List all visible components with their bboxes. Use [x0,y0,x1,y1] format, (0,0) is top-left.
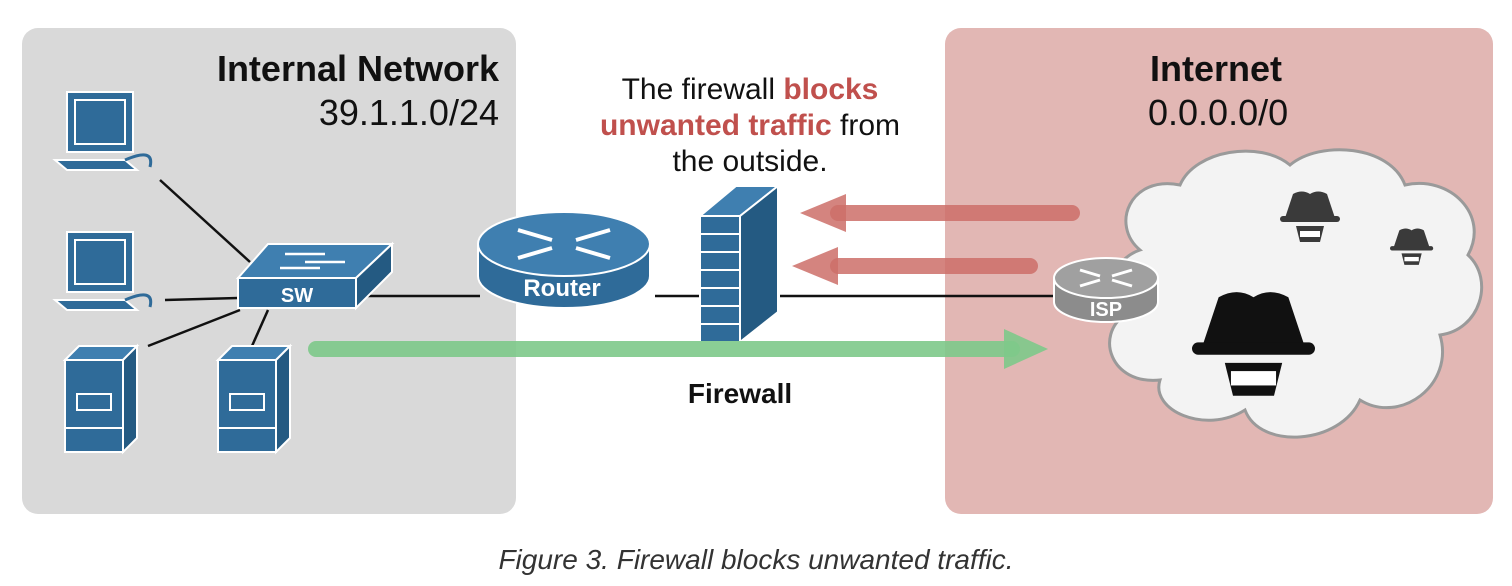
internal-network-subnet: 39.1.1.0/24 [318,92,499,133]
arrow-icon [792,247,1038,285]
router-label: Router [523,275,600,302]
router-icon: Router [477,211,651,309]
connection-lines [147,179,1058,348]
internet-subnet: 0.0.0.0/0 [1148,92,1289,133]
figure-caption: Figure 3. Firewall blocks unwanted traff… [498,544,1014,575]
server-icon [62,343,140,455]
link-pc2-switch [164,296,239,302]
annotation-text-pre: The firewall [621,73,784,106]
link-server1-switch [147,308,241,348]
firewall-label: Firewall [687,378,793,409]
workstation-icon [52,91,153,171]
hacker-icon [1192,292,1315,396]
cloud-icon [1108,148,1484,439]
workstation-icon [52,231,153,311]
isp-router-icon: ISP [1053,257,1159,323]
internal-network-title: Internal Network [216,48,499,89]
switch-icon: SW [235,241,395,311]
firewall-icon [697,183,781,345]
switch-label: SW [281,285,313,307]
hacker-icon [1280,191,1340,242]
link-pc1-switch [159,179,251,263]
hacker-icon [1390,228,1434,265]
annotation-highlight-unwanted: unwanted traffic [599,109,832,142]
arrow-icon [308,329,1048,369]
internet-title: Internet [1150,48,1283,89]
server-icon [215,343,293,455]
isp-label: ISP [1090,299,1122,321]
link-server2-switch [250,309,270,347]
annotation-text-post: from the outside. [672,109,901,178]
arrow-icon [800,194,1080,232]
annotation-highlight-blocks: blocks [783,73,879,106]
